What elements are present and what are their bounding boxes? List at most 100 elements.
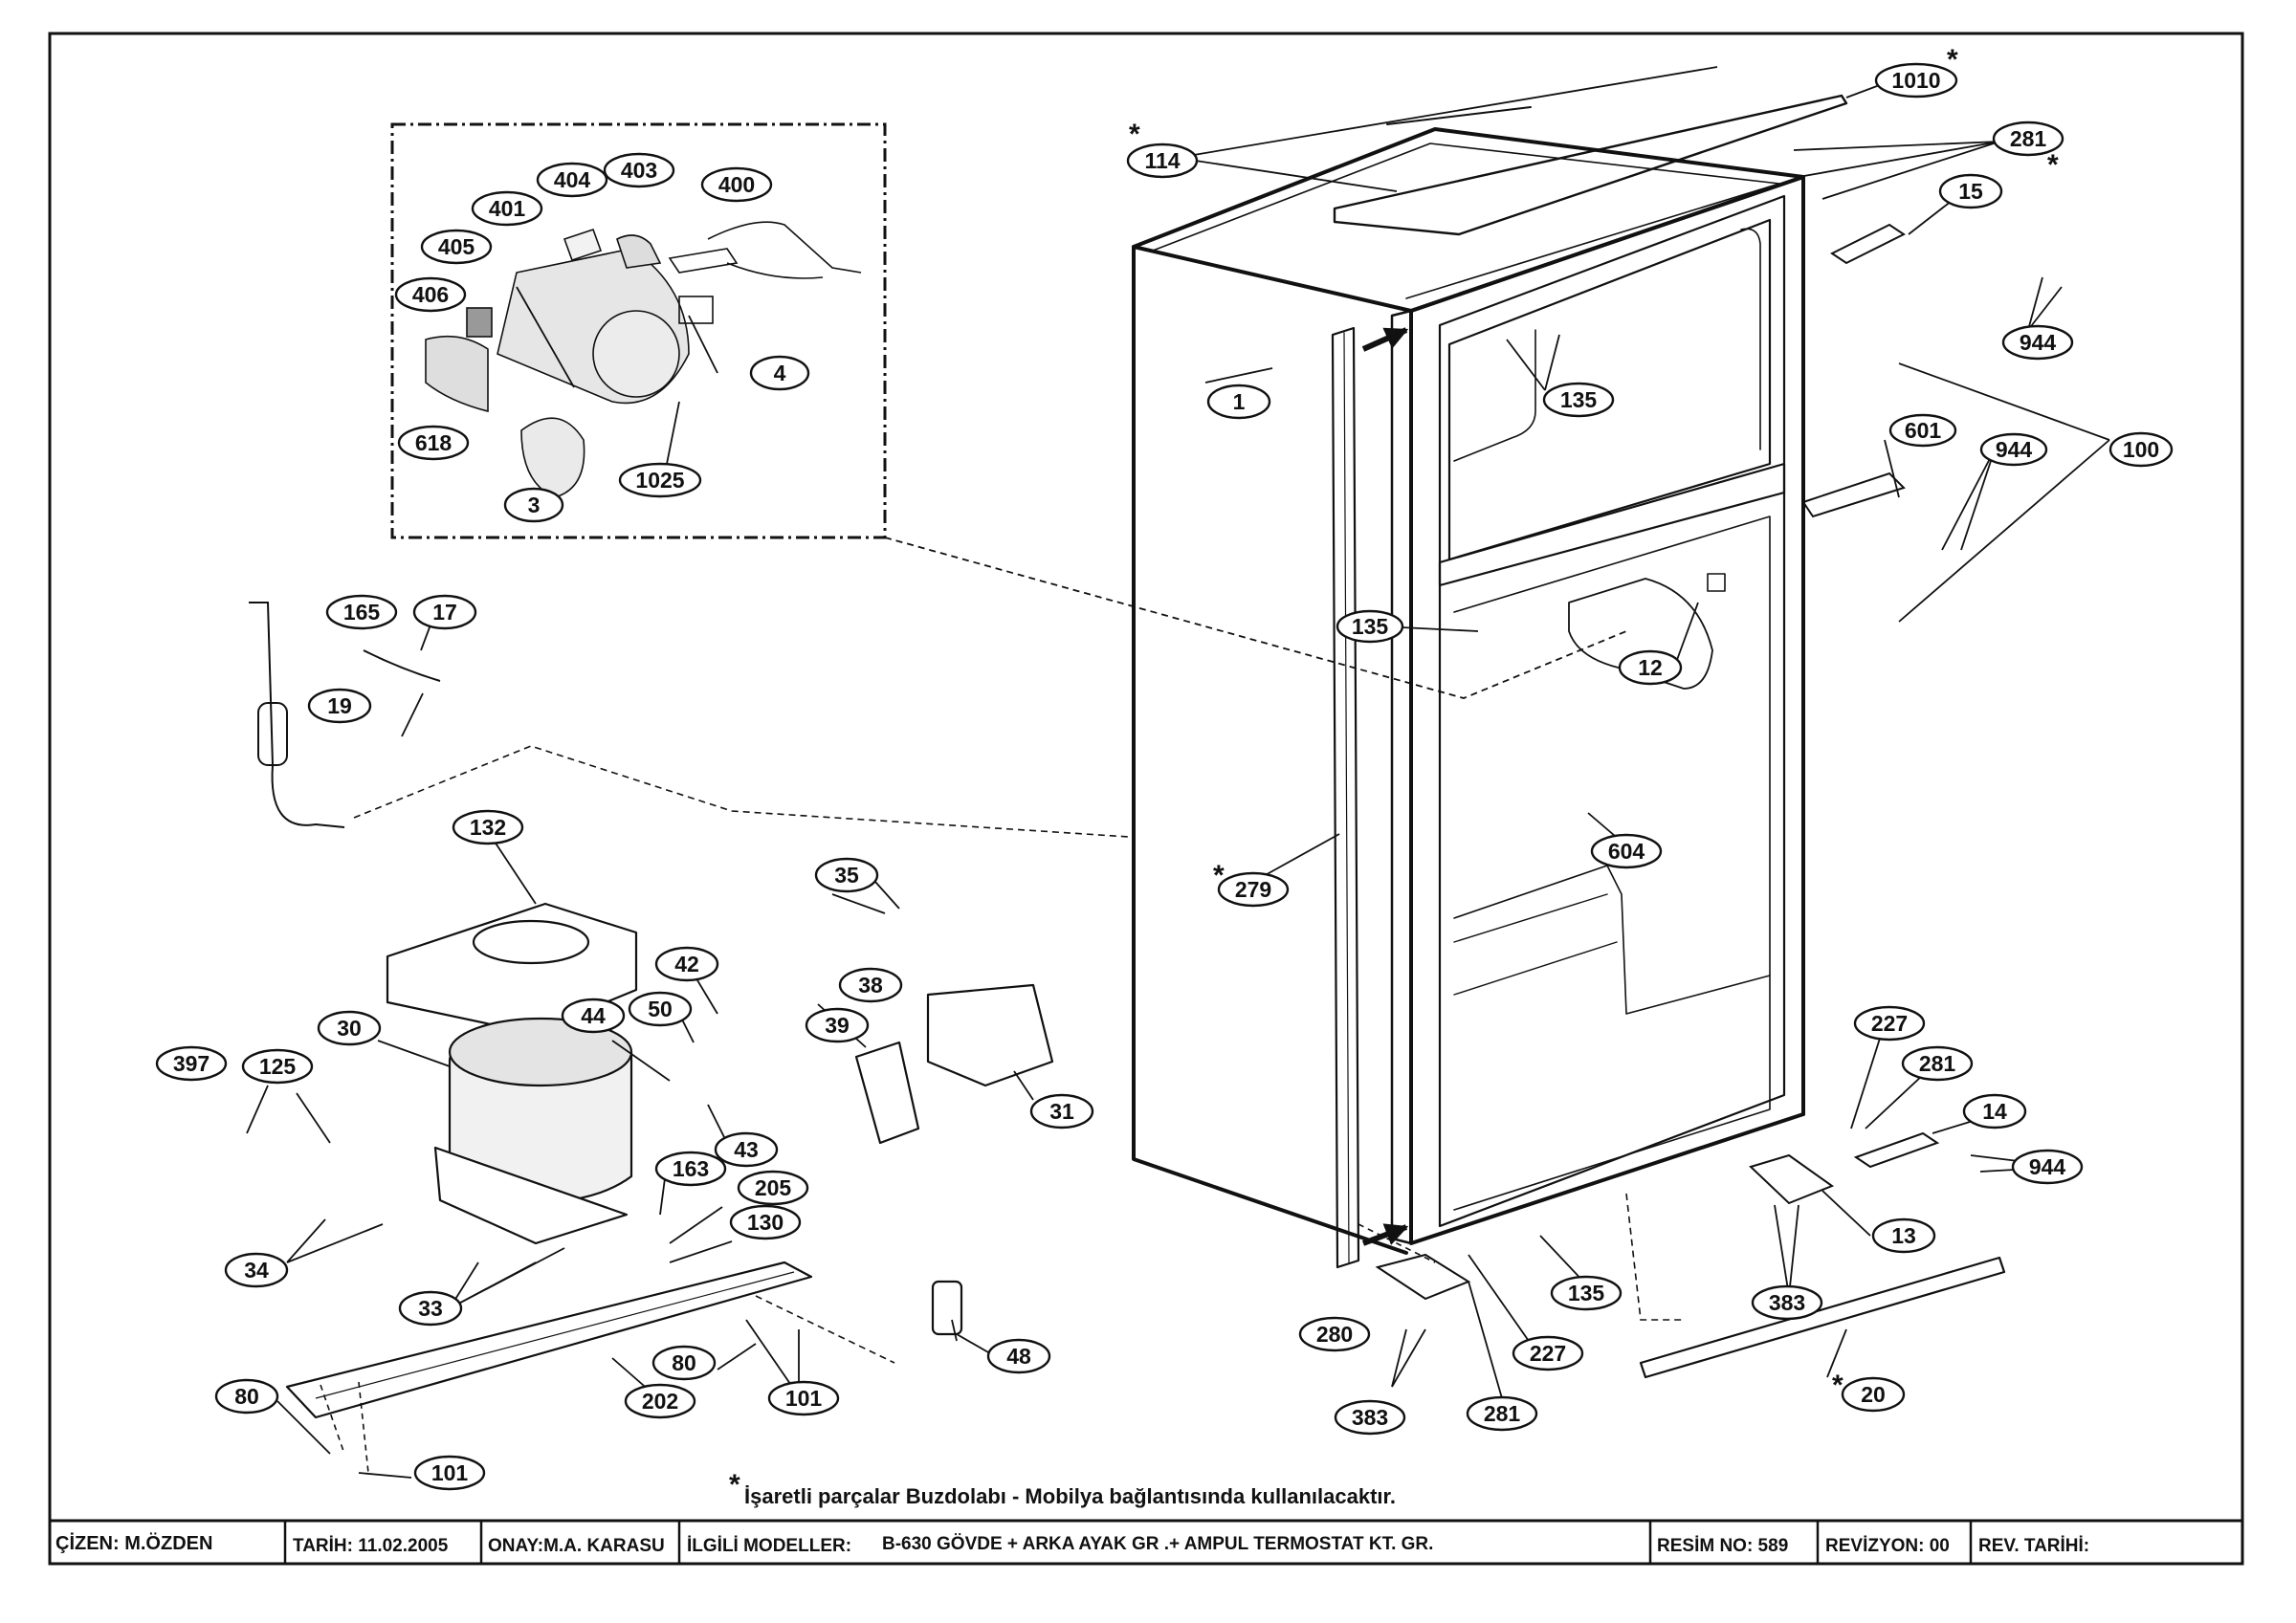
callout-280: 280 xyxy=(1298,1316,1371,1352)
callout-35: 35 xyxy=(814,857,879,893)
asterisk-1010: * xyxy=(1947,44,1958,76)
svg-text:101: 101 xyxy=(785,1386,823,1411)
svg-text:944: 944 xyxy=(2020,330,2057,355)
callout-3: 3 xyxy=(503,487,564,523)
callout-163: 163 xyxy=(654,1151,727,1187)
svg-text:14: 14 xyxy=(1982,1099,2007,1124)
svg-text:383: 383 xyxy=(1352,1405,1388,1430)
callout-944-bottom: 944 xyxy=(2011,1149,2084,1185)
callout-383-right: 383 xyxy=(1751,1284,1823,1321)
drawing-date: TARİH: 11.02.2005 xyxy=(293,1536,449,1556)
svg-text:944: 944 xyxy=(1996,437,2033,462)
svg-text:135: 135 xyxy=(1568,1281,1605,1305)
callout-227-bottom: 227 xyxy=(1512,1335,1584,1371)
temperature-sensor xyxy=(249,602,441,828)
callout-404: 404 xyxy=(536,162,608,198)
svg-text:12: 12 xyxy=(1638,655,1663,680)
svg-text:30: 30 xyxy=(337,1016,362,1041)
svg-text:48: 48 xyxy=(1006,1344,1031,1369)
callout-281-right: 281 xyxy=(1901,1045,1974,1082)
callout-30: 30 xyxy=(317,1010,382,1046)
callout-135-freezer: 135 xyxy=(1542,382,1615,418)
svg-text:31: 31 xyxy=(1049,1099,1074,1124)
asterisk-279: * xyxy=(1213,860,1225,891)
callout-944-mid: 944 xyxy=(1979,432,2048,467)
svg-text:405: 405 xyxy=(438,234,475,259)
callout-39: 39 xyxy=(805,1007,870,1043)
svg-text:125: 125 xyxy=(259,1054,297,1079)
callout-12: 12 xyxy=(1618,649,1683,686)
callout-44: 44 xyxy=(561,998,626,1034)
callout-101-mid: 101 xyxy=(767,1380,840,1416)
svg-text:114: 114 xyxy=(1144,148,1180,173)
svg-text:601: 601 xyxy=(1905,418,1942,443)
svg-text:281: 281 xyxy=(2010,126,2047,151)
callout-400: 400 xyxy=(700,166,773,203)
drawing-number: RESİM NO: 589 xyxy=(1657,1536,1788,1556)
callout-125: 125 xyxy=(241,1048,314,1085)
approved-by: ONAY:M.A. KARASU xyxy=(488,1536,665,1556)
callout-405: 405 xyxy=(420,229,493,265)
svg-text:1025: 1025 xyxy=(635,468,684,493)
svg-text:42: 42 xyxy=(674,952,699,976)
callout-33: 33 xyxy=(398,1290,463,1327)
callout-4: 4 xyxy=(749,355,810,391)
hinges xyxy=(1375,223,1940,1301)
callout-1025: 1025 xyxy=(618,462,702,498)
svg-text:281: 281 xyxy=(1919,1051,1956,1076)
svg-text:406: 406 xyxy=(412,282,449,307)
svg-text:397: 397 xyxy=(173,1051,210,1076)
models-value: B-630 GÖVDE + ARKA AYAK GR .+ AMPUL TERM… xyxy=(882,1534,1433,1554)
svg-text:80: 80 xyxy=(234,1384,259,1409)
svg-text:130: 130 xyxy=(747,1210,784,1235)
svg-text:15: 15 xyxy=(1958,179,1983,204)
svg-text:165: 165 xyxy=(343,600,381,625)
callout-279: 279 xyxy=(1217,871,1290,908)
callout-401: 401 xyxy=(471,190,543,227)
callout-618: 618 xyxy=(397,425,470,461)
callout-130: 130 xyxy=(729,1204,802,1240)
callout-42: 42 xyxy=(654,946,719,982)
svg-text:135: 135 xyxy=(1560,387,1598,412)
asterisk-20: * xyxy=(1832,1370,1843,1401)
callout-165: 165 xyxy=(325,594,398,630)
callout-397: 397 xyxy=(155,1045,228,1082)
arrow-bottom-hinge xyxy=(1361,1223,1409,1246)
callout-604: 604 xyxy=(1590,833,1663,869)
svg-text:403: 403 xyxy=(621,158,657,183)
svg-text:205: 205 xyxy=(755,1175,792,1200)
callout-43: 43 xyxy=(714,1131,779,1168)
svg-text:39: 39 xyxy=(825,1013,850,1038)
callout-135-divider: 135 xyxy=(1336,609,1404,644)
callout-944-top: 944 xyxy=(2001,324,2074,361)
callout-13: 13 xyxy=(1871,1217,1936,1254)
callout-1: 1 xyxy=(1206,384,1271,420)
arrow-top-hinge xyxy=(1361,327,1409,352)
callout-101-left: 101 xyxy=(413,1455,486,1491)
callout-34: 34 xyxy=(224,1252,289,1288)
svg-text:35: 35 xyxy=(834,863,859,888)
callout-281-bottom: 281 xyxy=(1466,1395,1538,1432)
svg-text:101: 101 xyxy=(431,1460,469,1485)
thermostat-housing-parts xyxy=(425,221,862,498)
callout-383-bottom: 383 xyxy=(1334,1399,1406,1436)
svg-text:38: 38 xyxy=(858,973,883,998)
leader-lines xyxy=(246,66,2110,1479)
drawing-frame xyxy=(48,32,2244,1566)
callout-31: 31 xyxy=(1029,1093,1094,1130)
svg-text:17: 17 xyxy=(432,600,457,625)
models-label: İLGİLİ MODELLER: xyxy=(687,1536,851,1556)
callout-50: 50 xyxy=(628,991,693,1027)
revision: REVİZYON: 00 xyxy=(1825,1536,1950,1556)
svg-text:400: 400 xyxy=(718,172,755,197)
asterisk-114: * xyxy=(1129,119,1140,150)
svg-text:19: 19 xyxy=(327,693,352,718)
callout-1010: 1010 xyxy=(1874,62,1958,99)
svg-text:100: 100 xyxy=(2123,437,2159,462)
svg-text:44: 44 xyxy=(581,1003,606,1028)
svg-text:43: 43 xyxy=(734,1137,759,1162)
callout-205: 205 xyxy=(737,1170,809,1206)
cabinet-body xyxy=(1132,94,1848,1269)
drawn-by: ÇİZEN: M.ÖZDEN xyxy=(55,1532,212,1554)
svg-text:404: 404 xyxy=(554,167,591,192)
